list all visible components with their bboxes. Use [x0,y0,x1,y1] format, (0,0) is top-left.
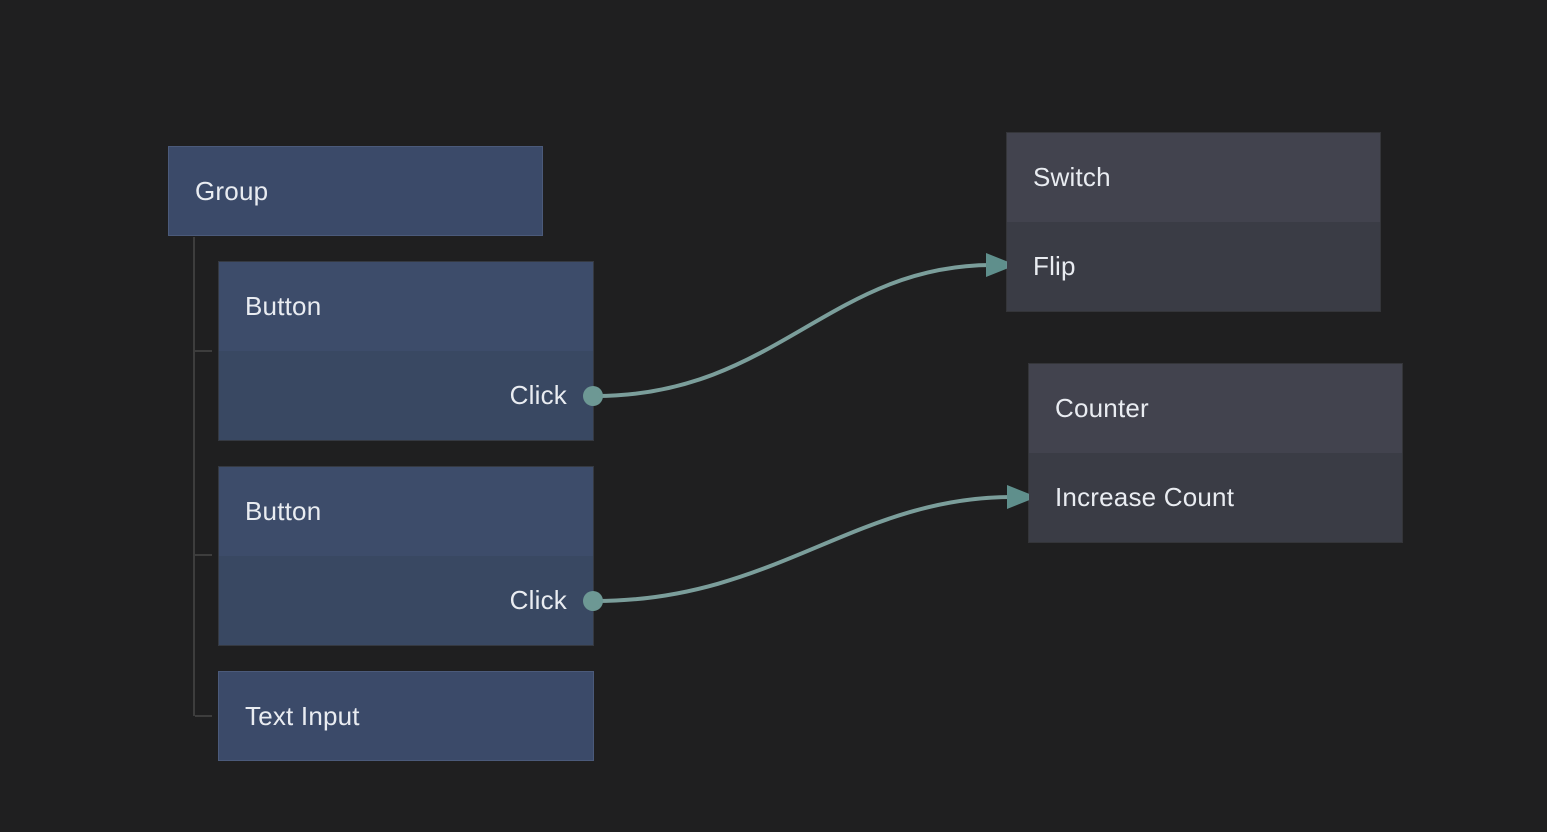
node-counter-title: Counter [1055,393,1149,423]
node-button-1-title: Button [245,291,322,321]
node-button-1-title-row: Button [219,262,593,351]
arrowhead-switch-flip [986,253,1016,277]
node-switch-title: Switch [1033,162,1111,192]
node-text-input-title: Text Input [245,700,360,731]
edge-button1-click-to-switch-flip[interactable] [594,263,994,398]
node-switch[interactable]: Switch Flip [1006,132,1381,312]
node-group-title-row: Group [169,147,542,235]
node-button-2-title-row: Button [219,467,593,556]
node-counter-title-row: Counter [1029,364,1402,453]
node-counter[interactable]: Counter Increase Count [1028,363,1403,543]
node-button-2-port-row: Click [219,556,603,645]
output-port-click-2[interactable] [583,590,603,611]
output-port-click-1[interactable] [583,385,603,406]
group-tree-connector [193,237,212,717]
port-label-increase-count: Increase Count [1055,482,1235,512]
node-button-1[interactable]: Button Click [218,261,603,441]
node-counter-port-row: Increase Count [1029,453,1402,542]
node-switch-title-row: Switch [1007,133,1380,222]
port-label-click: Click [509,380,567,410]
arrowhead-counter-increase-count [1007,485,1037,509]
node-switch-port-row: Flip [1007,222,1380,311]
node-button-2[interactable]: Button Click [218,466,603,646]
port-label-click: Click [509,585,567,615]
node-button-2-title: Button [245,496,322,526]
edge-button2-click-to-counter-increase-count[interactable] [594,495,1014,603]
port-label-flip: Flip [1033,251,1076,281]
node-group[interactable]: Group [168,146,543,236]
node-text-input-title-row: Text Input [219,672,593,760]
node-button-1-port-row: Click [219,351,603,440]
node-text-input[interactable]: Text Input [218,671,594,761]
node-group-title: Group [195,175,269,206]
